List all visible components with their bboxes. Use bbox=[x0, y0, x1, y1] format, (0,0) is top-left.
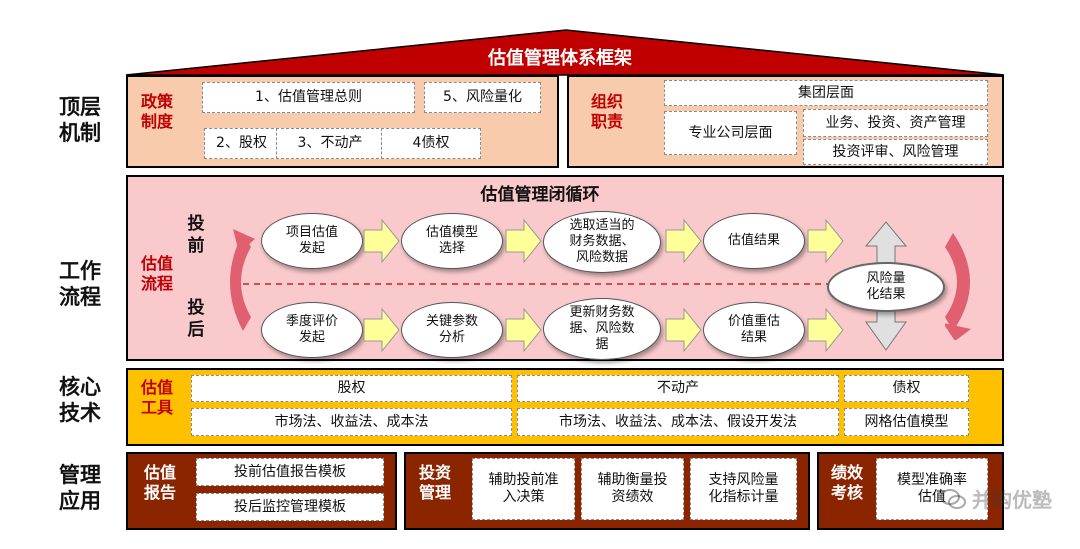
org-title: 组织 职责 bbox=[590, 92, 623, 131]
invest-item-1: 辅助投前准 入决策 bbox=[472, 458, 575, 520]
org-company-level: 专业公司层面 bbox=[664, 111, 797, 155]
row-label-top: 顶层 机制 bbox=[59, 95, 101, 146]
policy-item-realestate: 3、不动产 bbox=[276, 128, 384, 159]
core-header-equity: 股权 bbox=[191, 375, 512, 402]
loop-arrow-right-icon bbox=[945, 233, 971, 340]
report-title: 估值 报告 bbox=[143, 463, 176, 502]
post-investment-label: 投 后 bbox=[187, 298, 205, 341]
core-header-debt: 债权 bbox=[844, 375, 969, 402]
flow-arrow-icon bbox=[665, 218, 702, 264]
invest-title: 投资 管理 bbox=[418, 463, 451, 502]
flow-arrow-icon bbox=[505, 307, 542, 353]
core-method-realestate: 市场法、收益法、成本法、假设开发法 bbox=[517, 408, 839, 436]
policy-item-risk: 5、风险量化 bbox=[424, 82, 541, 113]
org-group-level: 集团层面 bbox=[664, 80, 988, 106]
report-item-pre: 投前估值报告模板 bbox=[196, 458, 384, 486]
post-step-4: 价值重估 结果 bbox=[703, 302, 805, 358]
policy-title: 政策 制度 bbox=[140, 92, 173, 131]
policy-item-equity: 2、股权 bbox=[204, 128, 279, 159]
perf-title: 绩效 考核 bbox=[830, 463, 863, 502]
pre-investment-label: 投 前 bbox=[187, 214, 205, 257]
risk-result: 风险量 化结果 bbox=[827, 262, 945, 312]
flow-arrow-icon bbox=[363, 218, 400, 264]
page-title: 估值管理体系框架 bbox=[488, 48, 632, 69]
post-step-3: 更新财务数 据、风险数 据 bbox=[543, 298, 661, 360]
flow-arrow-icon bbox=[363, 307, 400, 353]
flow-arrow-icon bbox=[665, 307, 702, 353]
core-header-realestate: 不动产 bbox=[517, 375, 839, 402]
report-item-post: 投后监控管理模板 bbox=[196, 493, 384, 521]
row-label-core: 核心 技术 bbox=[59, 375, 101, 426]
flow-arrow-icon bbox=[807, 307, 844, 353]
policy-item-debt: 4债权 bbox=[381, 128, 481, 159]
invest-item-3: 支持风险量 化指标计量 bbox=[690, 458, 797, 520]
perf-item-accuracy: 模型准确率 估值 bbox=[876, 458, 988, 520]
invest-item-2: 辅助衡量投 资绩效 bbox=[581, 458, 684, 520]
pre-step-3: 选取适当的 财务数据、 风险数据 bbox=[543, 211, 661, 273]
post-step-1: 季度评价 发起 bbox=[261, 302, 363, 358]
watermark-text: 并购优塾 bbox=[972, 488, 1052, 512]
roof bbox=[125, 29, 1005, 76]
loop-arrow-left-icon bbox=[230, 229, 255, 331]
post-step-2: 关键参数 分析 bbox=[401, 302, 503, 358]
policy-item-general: 1、估值管理总则 bbox=[202, 82, 415, 113]
core-method-equity: 市场法、收益法、成本法 bbox=[191, 408, 512, 436]
pre-step-2: 估值模型 选择 bbox=[401, 213, 503, 269]
org-biz: 业务、投资、资产管理 bbox=[803, 109, 988, 137]
org-review: 投资评审、风险管理 bbox=[803, 139, 988, 165]
core-method-debt: 网格估值模型 bbox=[844, 408, 969, 436]
row-label-workflow: 工作 流程 bbox=[59, 259, 101, 310]
pre-step-4: 估值结果 bbox=[703, 213, 805, 269]
workflow-side-title: 估值 流程 bbox=[140, 254, 173, 293]
flow-arrow-icon bbox=[807, 218, 844, 264]
core-title: 估值 工具 bbox=[140, 378, 173, 417]
pre-step-1: 项目估值 发起 bbox=[261, 213, 363, 269]
flow-arrow-icon bbox=[505, 218, 542, 264]
workflow-title: 估值管理闭循环 bbox=[480, 185, 600, 205]
row-label-app: 管理 应用 bbox=[59, 463, 101, 514]
watermark: 并购优塾 bbox=[940, 484, 1052, 513]
wechat-icon bbox=[940, 488, 966, 509]
